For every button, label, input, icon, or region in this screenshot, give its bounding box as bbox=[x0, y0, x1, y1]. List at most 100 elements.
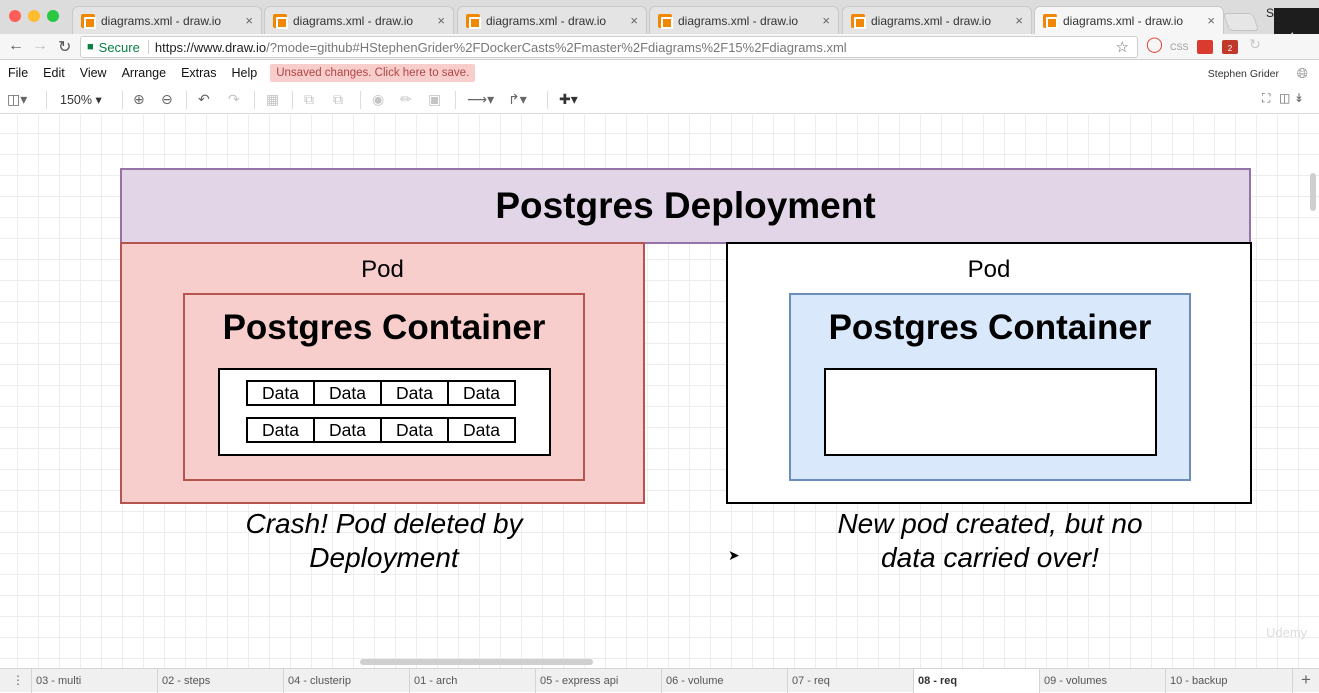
menu-help[interactable]: Help bbox=[231, 66, 258, 80]
close-tab-icon[interactable]: × bbox=[245, 13, 253, 28]
page-tab[interactable]: 04 - clusterip bbox=[283, 669, 409, 693]
filesystem-box[interactable]: Data Data Data Data Data Data Data Data bbox=[218, 368, 551, 456]
user-name[interactable]: Stephen Grider bbox=[1207, 68, 1279, 80]
redo-icon[interactable]: ↷ bbox=[228, 91, 240, 107]
page-tab[interactable]: 09 - volumes bbox=[1039, 669, 1165, 693]
toolbar-divider bbox=[455, 91, 456, 109]
data-cell[interactable]: Data bbox=[447, 417, 516, 443]
udemy-watermark: Udemy bbox=[1266, 625, 1308, 640]
menu-extras[interactable]: Extras bbox=[181, 66, 217, 80]
fullscreen-icon[interactable]: ⛶ bbox=[1262, 91, 1271, 105]
ad-block-extension-icon[interactable] bbox=[1197, 40, 1213, 54]
fill-color-icon[interactable]: ◉ bbox=[372, 91, 385, 107]
page-tab[interactable]: 01 - arch bbox=[409, 669, 535, 693]
page-tab[interactable]: 02 - steps bbox=[157, 669, 283, 693]
browser-tab-5[interactable]: diagrams.xml - draw.io × bbox=[842, 6, 1032, 34]
arrow-right-icon[interactable]: → bbox=[32, 37, 48, 54]
close-tab-icon[interactable]: × bbox=[1015, 13, 1023, 28]
browser-tab-title: diagrams.xml - draw.io bbox=[871, 13, 992, 28]
drawio-favicon-icon bbox=[1043, 13, 1058, 29]
close-tab-icon[interactable]: × bbox=[437, 13, 445, 28]
undo-icon[interactable]: ↶ bbox=[198, 91, 210, 107]
css-extension-icon[interactable]: CSS bbox=[1170, 42, 1189, 52]
diagram-canvas[interactable]: Postgres Deployment Pod Postgres Contain… bbox=[0, 115, 1319, 668]
trash-icon[interactable]: ▦ bbox=[266, 91, 280, 107]
new-pod-caption-line-1: New pod created, but no bbox=[837, 508, 1143, 539]
page-tab[interactable]: 10 - backup bbox=[1165, 669, 1291, 693]
browser-tab-6-active[interactable]: diagrams.xml - draw.io × bbox=[1034, 6, 1224, 34]
new-pod-box[interactable]: Pod Postgres Container bbox=[726, 242, 1252, 504]
new-tab-button[interactable] bbox=[1222, 13, 1260, 31]
data-cell[interactable]: Data bbox=[246, 417, 315, 443]
url-host: https://www.draw.io bbox=[154, 39, 267, 55]
crash-caption-line-2: Deployment bbox=[309, 542, 459, 573]
add-page-icon[interactable]: + bbox=[1292, 669, 1319, 693]
close-tab-icon[interactable]: × bbox=[822, 13, 830, 28]
format-panel-toggle-icon[interactable]: ◫ bbox=[1279, 91, 1291, 105]
browser-tab-title: diagrams.xml - draw.io bbox=[486, 13, 607, 28]
data-cell[interactable]: Data bbox=[447, 380, 516, 406]
crashed-pod-box[interactable]: Pod Postgres Container Data Data Data Da… bbox=[120, 242, 645, 504]
extension-badge-icon[interactable]: 2 bbox=[1222, 40, 1238, 54]
new-pod-caption[interactable]: New pod created, but no data carried ove… bbox=[756, 507, 1224, 575]
data-cell[interactable]: Data bbox=[380, 417, 449, 443]
plus-icon[interactable]: ✚▾ bbox=[559, 91, 578, 107]
connection-arrow-icon[interactable]: ⟶▾ bbox=[467, 91, 495, 107]
globe-icon[interactable]: 🌐︎ bbox=[1296, 65, 1308, 81]
zoom-level: 150% bbox=[60, 93, 92, 107]
unsaved-changes-button[interactable]: Unsaved changes. Click here to save. bbox=[270, 64, 476, 82]
page-tab-active[interactable]: 08 - req bbox=[913, 669, 1039, 693]
pages-menu-icon[interactable]: ⋮ bbox=[12, 673, 24, 687]
menu-file[interactable]: File bbox=[8, 66, 29, 80]
minimize-window-button[interactable] bbox=[28, 10, 40, 22]
opera-extension-icon[interactable]: ◯ bbox=[1146, 36, 1163, 53]
crash-caption[interactable]: Crash! Pod deleted by Deployment bbox=[150, 507, 618, 575]
page-tab[interactable]: 03 - multi bbox=[31, 669, 157, 693]
app-toolbar: ◫▾ 150% ▾ ⊕ ⊖ ↶ ↷ ▦ ⧉ ⧉ ◉ ✏︎ ▣ ⟶▾ ↱▾ ✚▾ … bbox=[0, 86, 1319, 114]
data-cell[interactable]: Data bbox=[246, 380, 315, 406]
container-label: Postgres Container bbox=[222, 308, 546, 347]
vertical-scrollbar[interactable] bbox=[1310, 173, 1316, 211]
data-cell[interactable]: Data bbox=[380, 380, 449, 406]
data-cell[interactable]: Data bbox=[313, 380, 382, 406]
data-row: Data Data Data Data bbox=[246, 380, 516, 406]
star-icon[interactable]: ☆ bbox=[1115, 39, 1129, 56]
menu-edit[interactable]: Edit bbox=[43, 66, 65, 80]
close-window-button[interactable] bbox=[9, 10, 21, 22]
profile-chip[interactable]: S bbox=[1266, 6, 1275, 20]
format-panel-icon[interactable]: ◫▾ bbox=[7, 91, 28, 107]
sync-extension-icon[interactable]: ↻ bbox=[1249, 36, 1261, 52]
browser-tab-4[interactable]: diagrams.xml - draw.io × bbox=[649, 6, 839, 34]
waypoints-icon[interactable]: ↱▾ bbox=[508, 91, 527, 107]
data-cell[interactable]: Data bbox=[313, 417, 382, 443]
zoom-level-dropdown[interactable]: 150% ▾ bbox=[60, 93, 102, 107]
to-front-icon[interactable]: ⧉ bbox=[304, 91, 314, 107]
page-tab[interactable]: 05 - express api bbox=[535, 669, 661, 693]
crash-caption-line-1: Crash! Pod deleted by bbox=[245, 508, 523, 539]
page-tab[interactable]: 07 - req bbox=[787, 669, 913, 693]
menu-arrange[interactable]: Arrange bbox=[121, 66, 167, 80]
browser-tab-1[interactable]: diagrams.xml - draw.io × bbox=[72, 6, 262, 34]
arrow-left-icon[interactable]: ← bbox=[8, 37, 24, 54]
page-tabs-bar: ⋮ 03 - multi 02 - steps 04 - clusterip 0… bbox=[0, 668, 1319, 693]
empty-filesystem-box[interactable] bbox=[824, 368, 1157, 456]
browser-tab-2[interactable]: diagrams.xml - draw.io × bbox=[264, 6, 454, 34]
new-postgres-container-box[interactable]: Postgres Container bbox=[789, 293, 1191, 481]
maximize-window-button[interactable] bbox=[47, 10, 59, 22]
reload-icon[interactable]: ↻ bbox=[58, 39, 72, 56]
crashed-postgres-container-box[interactable]: Postgres Container Data Data Data Data D… bbox=[183, 293, 585, 481]
url-input[interactable]: ■ Secure https://www.draw.io /?mode=gith… bbox=[80, 36, 1138, 58]
to-back-icon[interactable]: ⧉ bbox=[333, 91, 343, 107]
zoom-in-icon[interactable]: ⊕ bbox=[133, 91, 145, 107]
close-tab-icon[interactable]: × bbox=[630, 13, 638, 28]
close-tab-icon[interactable]: × bbox=[1207, 13, 1215, 28]
shadow-icon[interactable]: ▣ bbox=[428, 91, 442, 107]
menu-view[interactable]: View bbox=[79, 66, 107, 80]
deployment-title-box[interactable]: Postgres Deployment bbox=[120, 168, 1251, 244]
collapse-icon[interactable]: ↡ bbox=[1294, 91, 1305, 105]
page-tab[interactable]: 06 - volume bbox=[661, 669, 787, 693]
horizontal-scrollbar[interactable] bbox=[360, 659, 593, 665]
zoom-out-icon[interactable]: ⊖ bbox=[161, 91, 173, 107]
browser-tab-3[interactable]: diagrams.xml - draw.io × bbox=[457, 6, 647, 34]
line-color-icon[interactable]: ✏︎ bbox=[400, 91, 412, 107]
